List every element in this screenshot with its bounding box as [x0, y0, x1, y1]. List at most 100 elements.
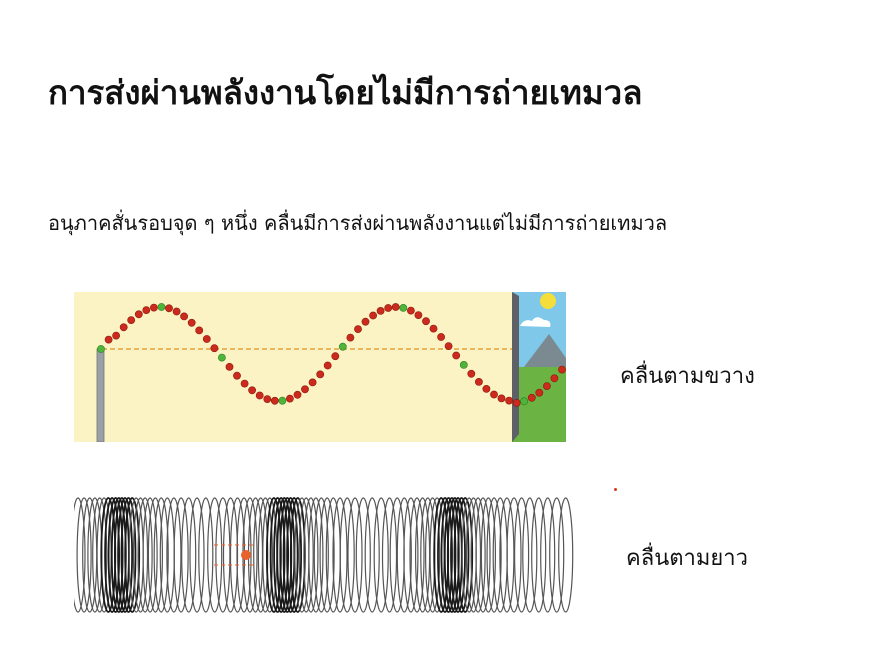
- bead: [391, 303, 400, 311]
- coil-loop: [319, 497, 335, 613]
- coil-loop: [465, 497, 482, 613]
- bead: [558, 365, 566, 374]
- coil-loop: [92, 497, 108, 613]
- bead: [233, 371, 241, 380]
- bead: [323, 361, 332, 370]
- cloud-icon: [520, 317, 551, 327]
- coil-loop: [142, 497, 158, 613]
- slide-title: การส่งผ่านพลังงานโดยไม่มีการถ่ายเทมวล: [48, 73, 643, 112]
- transverse-wave-figure: [74, 292, 566, 443]
- transverse-wave-illustration: [74, 292, 566, 443]
- bead: [127, 316, 136, 324]
- slide-body-text: อนุภาคสั่นรอบจุด ๆ หนึ่ง คลื่นมีการส่งผ่…: [48, 211, 668, 235]
- coil-loop: [381, 497, 398, 613]
- bead: [263, 395, 272, 403]
- bead: [346, 333, 355, 342]
- coil-loop: [373, 497, 389, 613]
- coil-loop: [403, 497, 419, 613]
- coil-loop: [269, 497, 286, 613]
- coil-loop: [153, 497, 169, 613]
- coil-loop: [189, 497, 205, 613]
- coil-loop: [298, 497, 314, 613]
- coil-loop: [396, 497, 412, 613]
- coil-loop: [181, 497, 197, 613]
- bead: [542, 382, 551, 390]
- coil-loop: [425, 497, 441, 613]
- bead: [331, 352, 340, 361]
- coil-loop: [486, 497, 502, 613]
- marker-bead: [520, 397, 529, 406]
- bead: [104, 335, 113, 344]
- marker-bead: [278, 396, 287, 405]
- coil-loop: [470, 497, 486, 613]
- marker-bead: [459, 361, 468, 369]
- bead: [444, 342, 453, 350]
- bead: [270, 396, 279, 405]
- coil-loop: [308, 497, 324, 613]
- bead: [369, 311, 377, 320]
- bead: [406, 306, 415, 315]
- bead: [255, 391, 264, 400]
- coil-loop: [76, 497, 92, 613]
- longitudinal-wave-figure: [70, 490, 576, 620]
- coil-loop: [198, 497, 214, 613]
- bead: [452, 351, 461, 360]
- bead: [429, 324, 438, 333]
- bead: [225, 363, 234, 371]
- figure-background: [74, 292, 566, 442]
- coil-loop: [286, 497, 303, 613]
- transverse-wave-caption: คลื่นตามขวาง: [620, 364, 755, 389]
- coil-loop: [207, 497, 223, 613]
- bead: [142, 306, 151, 314]
- bead: [490, 390, 498, 399]
- coil-loop: [506, 497, 522, 613]
- bead: [497, 394, 506, 403]
- coil-loop: [540, 497, 556, 613]
- tracked-particle-marker: [214, 544, 256, 566]
- bead: [195, 326, 204, 335]
- longitudinal-wave-caption: คลื่นตามยาว: [626, 546, 748, 571]
- coil-loop: [313, 497, 329, 613]
- bead: [467, 369, 476, 378]
- coil-loop: [303, 497, 319, 613]
- window-frame: [512, 292, 519, 442]
- bead: [210, 344, 219, 353]
- bead: [134, 310, 143, 319]
- coil-loop: [440, 497, 457, 613]
- bead: [165, 304, 173, 313]
- bead: [422, 317, 430, 326]
- coil-loop: [531, 497, 547, 613]
- coil-loop: [107, 497, 124, 613]
- coil-loop: [282, 497, 299, 613]
- bead: [240, 379, 249, 388]
- wave-beads: [97, 303, 566, 407]
- bead: [150, 303, 158, 312]
- bead: [376, 306, 385, 315]
- bead: [316, 370, 325, 379]
- coil-loop: [364, 497, 380, 613]
- bead: [119, 323, 128, 332]
- bead: [308, 378, 317, 387]
- bead: [512, 399, 521, 407]
- bead: [527, 393, 536, 402]
- bead: [535, 388, 544, 397]
- bead: [180, 312, 188, 321]
- coil-loop: [453, 497, 470, 613]
- coil-loop: [104, 497, 120, 613]
- coil-loop: [347, 497, 363, 613]
- coil-loop: [132, 497, 149, 613]
- bead: [550, 374, 559, 383]
- bead: [248, 386, 256, 395]
- bead: [361, 317, 370, 326]
- coil-loop: [173, 497, 189, 613]
- bead: [112, 331, 120, 340]
- coil-loop: [124, 497, 141, 613]
- bead: [172, 307, 181, 316]
- coil-loop: [289, 497, 306, 613]
- coil-loop: [355, 497, 371, 613]
- coil-loop: [332, 497, 348, 613]
- coil-loop: [457, 497, 474, 613]
- tracked-particle: [241, 550, 251, 560]
- bead: [354, 325, 362, 333]
- coil-loop: [166, 497, 182, 613]
